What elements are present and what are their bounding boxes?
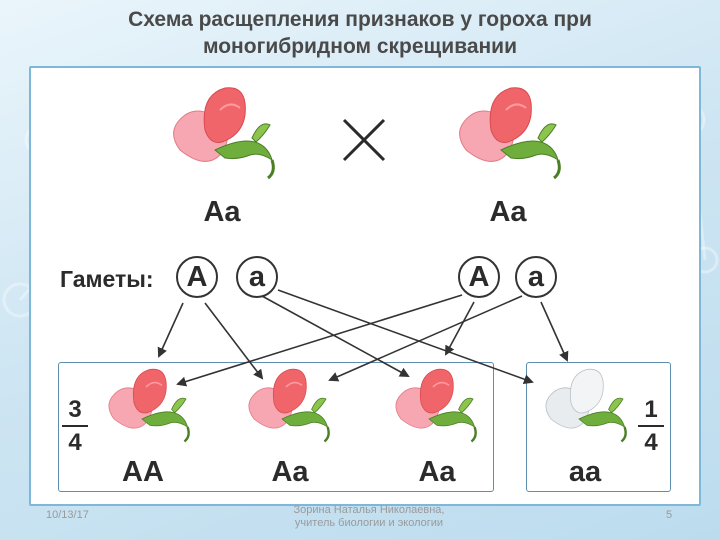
fraction-bar: [62, 425, 88, 427]
footer-author: Зорина Наталья Николаевна, учитель биоло…: [264, 504, 474, 530]
fraction-bar: [638, 425, 664, 427]
offspring-Aa-flower-icon: [247, 367, 330, 443]
recessive-offspring-box: [526, 362, 671, 492]
recessive-fraction-numerator: 1: [644, 396, 658, 423]
dominant-fraction-numerator: 3: [68, 396, 82, 423]
footer-page-number: 5: [666, 509, 673, 521]
gamete-parent2-A: A: [458, 256, 500, 298]
gamete-parent1-a: a: [236, 256, 278, 298]
arrow-A1-to-Aa-second: [204, 302, 264, 380]
offspring-aa-flower-icon: [544, 367, 627, 443]
dominant-offspring-box: [58, 362, 494, 492]
arrow-a1-to-Aa-third: [261, 295, 410, 377]
parent-left-flower-icon: [172, 86, 275, 180]
offspring-genotype-AA: AA: [122, 456, 164, 488]
parent-right-genotype: Aa: [489, 196, 527, 228]
arrow-A1-to-AA: [157, 302, 184, 358]
arrow-a1-to-aa: [277, 289, 534, 384]
title-line-1: Схема расщепления признаков у гороха при: [128, 8, 592, 31]
arrow-a2-to-Aa-second: [328, 295, 523, 382]
parent-left-genotype: Aa: [203, 196, 241, 228]
title-line-2: моногибридном скрещивании: [202, 35, 518, 58]
gamete-parent1-A: A: [176, 256, 218, 298]
dominant-fraction-denominator: 4: [68, 429, 82, 456]
page-title: Схема расщепления признаков у гороха при…: [0, 6, 720, 60]
offspring-genotype-Aa-2: Aa: [418, 456, 456, 488]
footer-date: 10/13/17: [46, 509, 89, 521]
recessive-fraction-denominator: 4: [644, 429, 658, 456]
gamete-parent2-a: a: [515, 256, 557, 298]
gametes-label: Гаметы:: [60, 266, 154, 292]
offspring-Aa-flower-icon-2: [394, 367, 477, 443]
dominant-fraction: 3 4: [60, 396, 90, 456]
arrow-A2-to-Aa-third: [445, 301, 475, 356]
arrow-A2-to-AA: [176, 294, 463, 387]
parent-right-flower-icon: [458, 86, 561, 180]
recessive-fraction: 1 4: [636, 396, 666, 456]
footer-author-line-1: Зорина Наталья Николаевна,: [293, 504, 445, 516]
offspring-genotype-Aa: Aa: [271, 456, 309, 488]
cross-symbol-icon: [342, 118, 386, 162]
offspring-AA-flower-icon: [107, 367, 190, 443]
offspring-genotype-aa: aa: [568, 456, 602, 488]
arrow-a2-to-aa: [540, 301, 569, 362]
footer-author-line-2: учитель биологии и экологии: [294, 517, 444, 529]
